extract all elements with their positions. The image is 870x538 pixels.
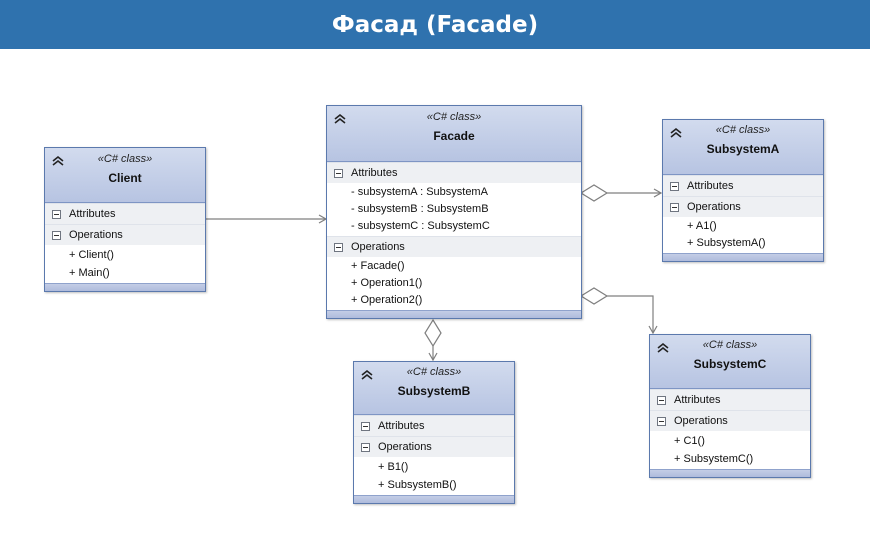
section-label: Operations [351,241,405,253]
operation-item[interactable]: + SubsystemC() [674,453,754,465]
section-label: Attributes [69,208,116,220]
operations-section-header[interactable]: Operations [354,436,514,457]
collapse-minus-icon[interactable] [361,422,370,431]
collapse-chevron-icon[interactable] [656,342,670,354]
collapse-minus-icon[interactable] [334,243,343,252]
section-label: Operations [378,441,432,453]
section-label: Operations [674,415,728,427]
attribute-item[interactable]: - subsystemC : SubsystemC [351,220,490,232]
class-name: SubsystemA [706,142,780,156]
operation-item[interactable]: + Facade() [351,260,405,272]
attributes-section-header[interactable]: Attributes [650,389,810,410]
section-label: Attributes [674,394,721,406]
connector-facade-subsystem-c [607,295,658,335]
class-name: SubsystemB [397,384,471,398]
class-stereotype: «C# class» [97,153,153,165]
class-footer [45,283,205,291]
collapse-chevron-icon[interactable] [669,127,683,139]
collapse-minus-icon[interactable] [670,203,679,212]
operation-item[interactable]: + Main() [69,267,110,279]
class-subsystem-c[interactable]: «C# class» SubsystemC Attributes Operati… [649,334,811,478]
section-label: Operations [687,201,741,213]
class-name: Facade [433,129,475,143]
collapse-minus-icon[interactable] [52,231,61,240]
collapse-minus-icon[interactable] [657,417,666,426]
aggregation-diamond-b [424,318,442,348]
operation-item[interactable]: + C1() [674,435,705,447]
collapse-minus-icon[interactable] [657,396,666,405]
collapse-chevron-icon[interactable] [333,113,347,125]
class-subsystem-a[interactable]: «C# class» SubsystemA Attributes Operati… [662,119,824,262]
attribute-item[interactable]: - subsystemB : SubsystemB [351,203,489,215]
operation-item[interactable]: + B1() [378,461,409,473]
class-header[interactable]: «C# class» SubsystemC [650,335,810,389]
attribute-item[interactable]: - subsystemA : SubsystemA [351,186,488,198]
collapse-minus-icon[interactable] [361,443,370,452]
operation-item[interactable]: + SubsystemB() [378,479,457,491]
operation-item[interactable]: + Operation1() [351,277,423,289]
operation-item[interactable]: + SubsystemA() [687,237,766,249]
collapse-minus-icon[interactable] [670,182,679,191]
class-footer [650,469,810,477]
operation-item[interactable]: + A1() [687,220,717,232]
class-name: SubsystemC [693,357,767,371]
page-title: Фасад (Facade) [0,0,870,49]
class-subsystem-b[interactable]: «C# class» SubsystemB Attributes Operati… [353,361,515,504]
class-stereotype: «C# class» [702,339,758,351]
class-header[interactable]: «C# class» Client [45,148,205,203]
class-client[interactable]: «C# class» Client Attributes Operations … [44,147,206,292]
attributes-section-header[interactable]: Attributes [45,203,205,224]
section-label: Operations [69,229,123,241]
collapse-minus-icon[interactable] [52,210,61,219]
class-footer [327,310,581,318]
class-facade[interactable]: «C# class» Facade Attributes - subsystem… [326,105,582,319]
class-stereotype: «C# class» [715,124,771,136]
class-header[interactable]: «C# class» SubsystemA [663,120,823,175]
operations-section-header[interactable]: Operations [650,410,810,431]
operation-item[interactable]: + Operation2() [351,294,423,306]
collapse-chevron-icon[interactable] [51,155,65,167]
class-header[interactable]: «C# class» Facade [327,106,581,162]
operation-item[interactable]: + Client() [69,249,114,261]
operations-section-header[interactable]: Operations [663,196,823,217]
attributes-section-header[interactable]: Attributes [663,175,823,196]
operations-section-header[interactable]: Operations [327,236,581,257]
collapse-chevron-icon[interactable] [360,369,374,381]
section-label: Attributes [378,420,425,432]
operations-section-header[interactable]: Operations [45,224,205,245]
attributes-section-header[interactable]: Attributes [354,415,514,436]
class-name: Client [108,171,142,185]
aggregation-diamond-a [579,184,609,202]
class-stereotype: «C# class» [406,366,462,378]
attributes-section-header[interactable]: Attributes [327,162,581,183]
class-header[interactable]: «C# class» SubsystemB [354,362,514,415]
class-stereotype: «C# class» [426,111,482,123]
class-footer [354,495,514,503]
section-label: Attributes [351,167,398,179]
aggregation-diamond-c [579,287,609,305]
section-label: Attributes [687,180,734,192]
collapse-minus-icon[interactable] [334,169,343,178]
class-footer [663,253,823,261]
